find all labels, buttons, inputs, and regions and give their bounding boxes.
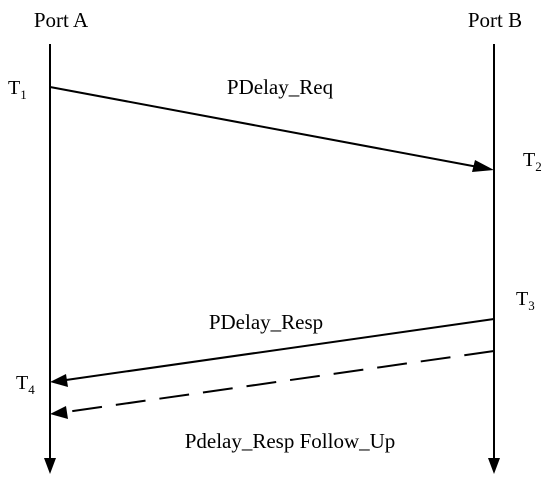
- pdelay-resp-label: PDelay_Resp: [209, 310, 323, 334]
- follow-up-arrow-line: [65, 350, 495, 413]
- follow-up-label: Pdelay_Resp Follow_Up: [185, 429, 396, 453]
- t1-base: T: [8, 77, 20, 99]
- t2-label: T2: [523, 149, 542, 174]
- t1-label: T1: [8, 77, 27, 102]
- t2-base: T: [523, 149, 535, 171]
- port-a-timeline: [44, 44, 56, 474]
- follow-up-message: Pdelay_Resp Follow_Up: [50, 350, 495, 453]
- pdelay-resp-message: PDelay_Resp: [50, 310, 495, 387]
- pdelay-req-label: PDelay_Req: [227, 75, 334, 99]
- port-b-label: Port B: [468, 8, 522, 32]
- t3-base: T: [516, 288, 528, 310]
- t1-subscript: 1: [20, 87, 27, 102]
- t4-subscript: 4: [28, 382, 35, 397]
- pdelay-req-arrow-line: [49, 86, 479, 168]
- port-b-timeline-arrowhead: [488, 458, 500, 474]
- port-a-timeline-arrowhead: [44, 458, 56, 474]
- pdelay-resp-arrow-line: [65, 318, 495, 381]
- t2-subscript: 2: [535, 159, 542, 174]
- pdelay-req-arrowhead: [472, 160, 494, 172]
- t4-base: T: [16, 372, 28, 394]
- t3-subscript: 3: [528, 298, 535, 313]
- pdelay-req-message: PDelay_Req: [49, 75, 494, 172]
- follow-up-arrowhead: [50, 406, 68, 419]
- t4-label: T4: [16, 372, 35, 397]
- t3-label: T3: [516, 288, 535, 313]
- port-b-timeline: [488, 44, 500, 474]
- port-a-label: Port A: [34, 8, 89, 32]
- pdelay-resp-arrowhead: [50, 374, 68, 387]
